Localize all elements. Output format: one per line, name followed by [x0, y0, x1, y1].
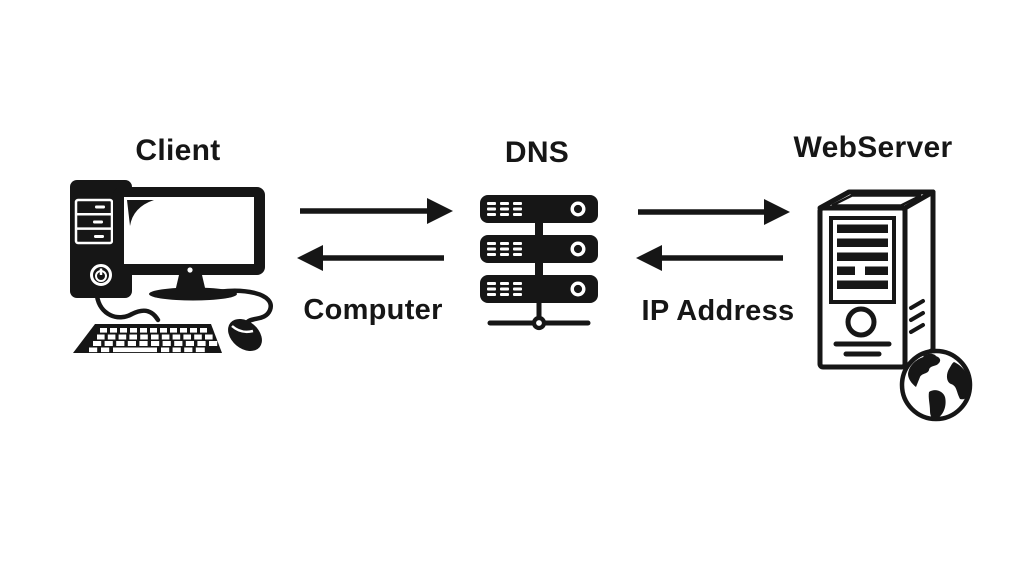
webserver-node-label: WebServer: [793, 131, 953, 164]
mouse: [228, 318, 262, 352]
monitor: [113, 187, 265, 301]
arrow-right-icon: [638, 199, 790, 225]
keyboard: [73, 324, 222, 353]
dns-webserver-arrows: [636, 199, 790, 271]
keyboard-cable: [94, 293, 161, 323]
client-node-label: Client: [135, 134, 221, 167]
client-dns-arrows: [297, 198, 453, 271]
arrow-right-icon: [300, 198, 453, 224]
server-unit: [480, 275, 598, 303]
power-button-icon: [90, 264, 112, 286]
ip-address-edge-label: IP Address: [641, 295, 795, 327]
server-tower: [817, 189, 936, 370]
arrow-left-icon: [297, 245, 444, 271]
computer-edge-label: Computer: [303, 294, 443, 326]
tower-server-globe-icon: [817, 189, 973, 422]
server-unit: [480, 235, 598, 263]
globe-icon: [899, 348, 973, 422]
server-stack-icon: [480, 195, 598, 331]
arrow-left-icon: [636, 245, 783, 271]
desktop-computer-icon: [70, 180, 273, 353]
mouse-cable: [202, 288, 273, 327]
dns-node-label: DNS: [504, 136, 570, 169]
vent-slashes: [909, 299, 925, 334]
server-unit: [480, 195, 598, 223]
network-node-line: [487, 315, 591, 331]
